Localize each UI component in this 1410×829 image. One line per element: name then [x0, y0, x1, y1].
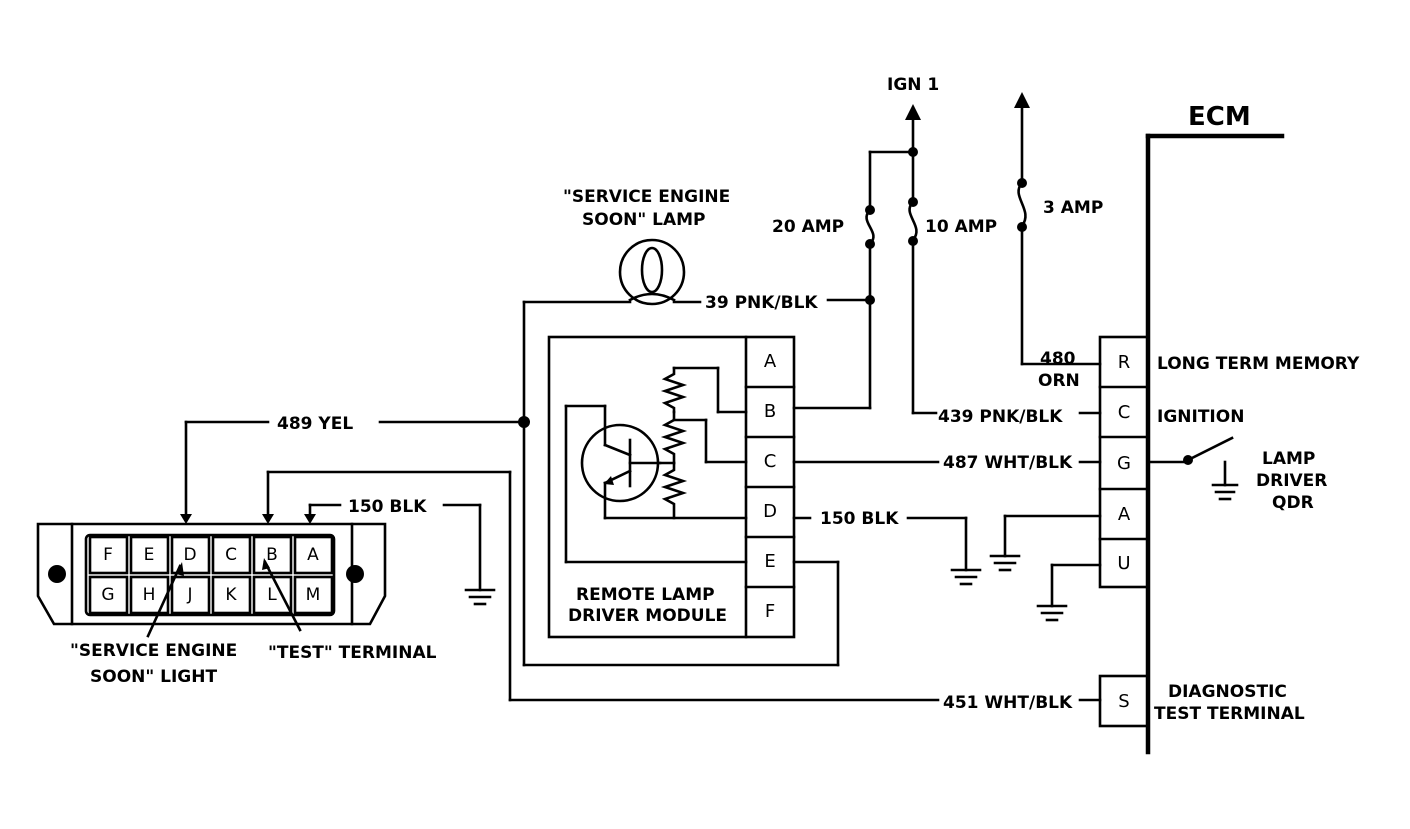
transistor-icon	[580, 404, 662, 520]
test-terminal-callout	[263, 560, 302, 632]
ground-icon	[1036, 604, 1068, 622]
ign1-arrow-icon	[905, 104, 921, 120]
battery-arrow-icon	[1014, 92, 1030, 108]
dlc-mount-right-icon	[346, 565, 364, 583]
dlc-pin-g: G	[101, 585, 114, 605]
lamp-label-2: SOON" LAMP	[582, 210, 706, 230]
dlc-pin-k: K	[225, 585, 237, 605]
dlc-pin-frame	[84, 533, 336, 617]
ses-light-label-2: SOON" LIGHT	[90, 667, 217, 687]
wire-439-label: 439 PNK/BLK	[938, 407, 1063, 427]
ecm-pin-s: S	[1118, 691, 1129, 712]
module-pin-a: A	[764, 351, 777, 372]
wire-480-number: 480	[1040, 349, 1076, 369]
dlc-pin-j: J	[186, 585, 192, 605]
fuse-20-label: 20 AMP	[772, 217, 844, 237]
wire-480-color: ORN	[1038, 371, 1080, 391]
dlc-pin-b: B	[266, 545, 278, 565]
ecm-block: ECM	[1145, 102, 1285, 755]
ecm-connector: R C G A U S	[1098, 335, 1150, 728]
module-pin-b: B	[764, 401, 776, 422]
dlc-pin-m: M	[306, 585, 321, 605]
diagnostic-label-1: DIAGNOSTIC	[1168, 682, 1287, 702]
service-engine-soon-lamp-icon	[618, 238, 686, 306]
ign1-label: IGN 1	[887, 75, 939, 95]
module-label-2: DRIVER MODULE	[568, 606, 727, 626]
ecm-long-term-memory-label: LONG TERM MEMORY	[1157, 354, 1360, 374]
fuse-3-icon	[1017, 181, 1027, 228]
dlc-pin-f: F	[103, 545, 113, 565]
lamp-driver-label-1: LAMP	[1262, 449, 1315, 469]
wire-451-label: 451 WHT/BLK	[943, 693, 1073, 713]
ecm-pin-a: A	[1118, 504, 1131, 525]
module-pin-d: D	[763, 501, 777, 522]
wire-39-label: 39 PNK/BLK	[705, 293, 818, 313]
ground-icon	[950, 568, 982, 586]
ecm-ignition-label: IGNITION	[1157, 407, 1244, 427]
diagnostic-connector: F E D C B A G H J K L M	[36, 522, 387, 626]
ecm-pin-r: R	[1118, 352, 1131, 373]
ecm-pin-g: G	[1117, 453, 1131, 474]
ecm-title: ECM	[1188, 102, 1251, 132]
fuse-10-icon	[908, 200, 918, 242]
fuse-10-label: 10 AMP	[925, 217, 997, 237]
ign1-feed	[865, 104, 1102, 415]
dlc-pin-h: H	[143, 585, 156, 605]
dlc-pin-l: L	[267, 585, 277, 605]
wire-150-module-label: 150 BLK	[820, 509, 899, 529]
fuse-20-icon	[865, 208, 875, 246]
lamp-driver-label-3: QDR	[1272, 493, 1314, 513]
wire-489-label: 489 YEL	[277, 414, 353, 434]
dlc-pin-a: A	[307, 545, 319, 565]
diagnostic-label-2: TEST TERMINAL	[1154, 704, 1305, 724]
ecm-pin-u: U	[1117, 553, 1130, 574]
resistor-icons	[658, 366, 748, 520]
lamp-label-1: "SERVICE ENGINE	[563, 187, 730, 207]
dlc-outline	[36, 522, 387, 626]
wire-150-top-label: 150 BLK	[348, 497, 427, 517]
ground-icon	[464, 588, 496, 606]
lamp-driver-qdr: LAMP DRIVER QDR	[1146, 436, 1327, 513]
dlc-mount-left-icon	[48, 565, 66, 583]
ltm-feed	[1014, 92, 1102, 366]
ses-light-label-1: "SERVICE ENGINE	[70, 641, 237, 661]
test-terminal-label: "TEST" TERMINAL	[268, 643, 437, 663]
module-pin-e: E	[764, 551, 775, 572]
ground-icon	[989, 554, 1021, 572]
module-pin-c: C	[764, 451, 777, 472]
ecm-pin-c: C	[1118, 402, 1131, 423]
lamp-driver-label-2: DRIVER	[1256, 471, 1327, 491]
module-label-1: REMOTE LAMP	[576, 585, 715, 605]
fuse-3-label: 3 AMP	[1043, 198, 1103, 218]
wire-487-label: 487 WHT/BLK	[943, 453, 1073, 473]
remote-lamp-driver-module: A B C D E F REMOTE LAMP DRIVER MODULE	[547, 335, 796, 639]
dlc-pin-e: E	[144, 545, 155, 565]
dlc-pin-d: D	[183, 545, 196, 565]
dlc-pin-c: C	[225, 545, 237, 565]
module-pin-f: F	[765, 601, 775, 622]
ses-light-callout	[146, 564, 182, 638]
